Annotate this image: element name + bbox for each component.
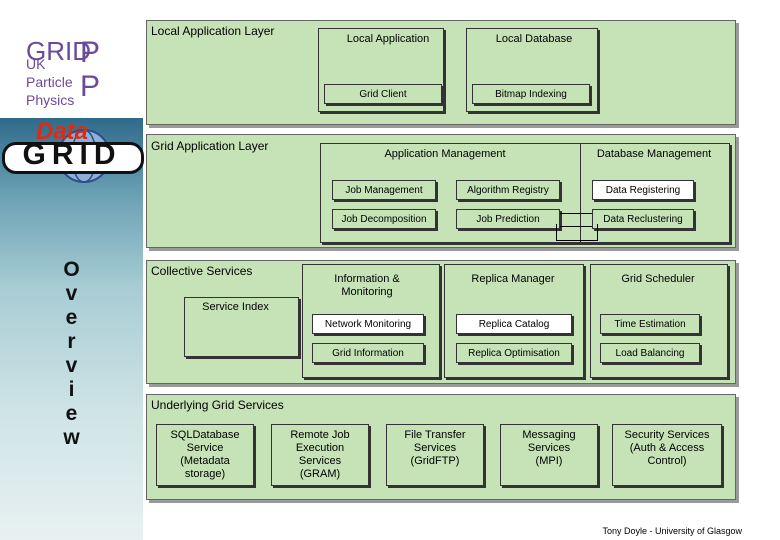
security-line-2: (Auth & Access bbox=[629, 442, 705, 454]
grid-client-box: Grid Client bbox=[324, 84, 442, 104]
underlying-grid-services-title: Underlying Grid Services bbox=[151, 398, 284, 412]
replica-catalog-box: Replica Catalog bbox=[456, 314, 572, 334]
security-line-1: Security Services bbox=[624, 429, 710, 441]
messaging-services-box: Messaging Services (MPI) bbox=[500, 424, 598, 486]
remote-line-3: Services bbox=[298, 455, 342, 467]
security-services-box: Security Services (Auth & Access Control… bbox=[612, 424, 722, 486]
algorithm-registry-box: Algorithm Registry bbox=[456, 180, 560, 200]
job-prediction-box: Job Prediction bbox=[456, 209, 560, 229]
overview-letter-w: w bbox=[63, 426, 80, 449]
data-reclustering-box: Data Reclustering bbox=[592, 209, 694, 229]
security-line-3: Control) bbox=[647, 455, 687, 467]
messaging-line-1: Messaging bbox=[522, 429, 576, 441]
overview-letter-i: i bbox=[68, 378, 75, 401]
datagrid-grid-text: GRID bbox=[22, 138, 122, 171]
connector-jobpred-reclust-2 bbox=[556, 224, 598, 241]
sql-database-service-box: SQLDatabase Service (Metadata storage) bbox=[156, 424, 254, 486]
overview-letter-r: r bbox=[67, 330, 76, 353]
grid-information-box: Grid Information bbox=[312, 343, 424, 363]
sql-line-2: Service bbox=[186, 442, 224, 454]
sql-line-3: (Metadata bbox=[180, 455, 230, 467]
database-management-label: Database Management bbox=[596, 148, 712, 160]
gridpp-physics-text: Physics bbox=[26, 92, 75, 108]
datagrid-logo: Data GRID bbox=[2, 118, 144, 183]
overview-letter-v: v bbox=[65, 282, 78, 305]
grid-scheduler-label: Grid Scheduler bbox=[621, 273, 695, 285]
remote-line-1: Remote Job bbox=[290, 429, 350, 441]
local-application-layer-title: Local Application Layer bbox=[151, 24, 275, 38]
overview-letter-o: O bbox=[63, 258, 80, 281]
sidebar: Data GRID bbox=[0, 118, 144, 540]
remote-line-2: Execution bbox=[295, 442, 345, 454]
file-transfer-line-3: (GridFTP) bbox=[410, 455, 460, 467]
application-management-label: Application Management bbox=[384, 148, 506, 160]
collective-services-title: Collective Services bbox=[151, 264, 253, 278]
remote-job-execution-box: Remote Job Execution Services (GRAM) bbox=[271, 424, 369, 486]
gridpp-particle-text: Particle bbox=[26, 74, 73, 90]
replica-optimisation-box: Replica Optimisation bbox=[456, 343, 572, 363]
network-monitoring-box: Network Monitoring bbox=[312, 314, 424, 334]
load-balancing-box: Load Balancing bbox=[600, 343, 700, 363]
file-transfer-line-2: Services bbox=[413, 442, 457, 454]
remote-line-4: (GRAM) bbox=[299, 468, 341, 480]
overview-letter-e2: e bbox=[65, 402, 78, 425]
overview-letter-e: e bbox=[65, 306, 78, 329]
information-monitoring-label-2: Monitoring bbox=[341, 286, 393, 298]
gridpp-uk-text: UK bbox=[26, 56, 46, 72]
gridpp-logo: GRID UK Particle Physics PP bbox=[24, 34, 104, 110]
grid-application-layer-title: Grid Application Layer bbox=[151, 139, 269, 153]
file-transfer-line-1: File Transfer bbox=[404, 429, 466, 441]
local-database-label: Local Database bbox=[495, 33, 573, 45]
datagrid-data-text: Data bbox=[36, 118, 89, 145]
local-application-label: Local Application bbox=[346, 33, 430, 45]
file-transfer-services-box: File Transfer Services (GridFTP) bbox=[386, 424, 484, 486]
gridpp-pp-text: PP bbox=[80, 36, 101, 103]
time-estimation-box: Time Estimation bbox=[600, 314, 700, 334]
replica-manager-label: Replica Manager bbox=[471, 273, 555, 285]
job-decomposition-box: Job Decomposition bbox=[332, 209, 436, 229]
service-index-label: Service Index bbox=[202, 301, 269, 313]
job-management-box: Job Management bbox=[332, 180, 436, 200]
service-index-box bbox=[184, 297, 299, 357]
sql-line-4: storage) bbox=[184, 468, 226, 480]
sql-line-1: SQLDatabase bbox=[170, 429, 240, 441]
bitmap-indexing-box: Bitmap Indexing bbox=[472, 84, 590, 104]
overview-letter-v2: v bbox=[65, 354, 78, 377]
gridpp-grid-text: GRID bbox=[26, 36, 91, 66]
footer-credit: Tony Doyle - University of Glasgow bbox=[602, 526, 742, 536]
messaging-line-2: Services bbox=[527, 442, 571, 454]
data-registering-box: Data Registering bbox=[592, 180, 694, 200]
connector-jobpred-reclust bbox=[560, 213, 592, 227]
information-monitoring-label-1: Information & bbox=[334, 273, 400, 285]
messaging-line-3: (MPI) bbox=[535, 455, 563, 467]
